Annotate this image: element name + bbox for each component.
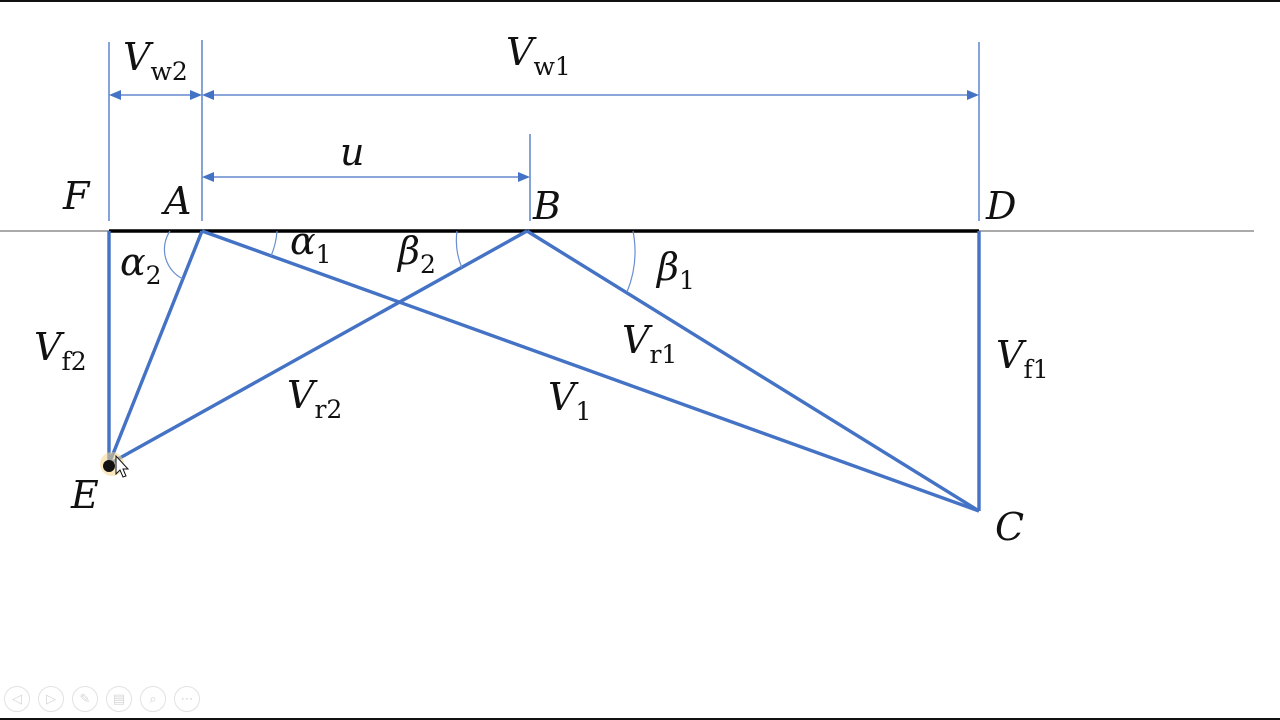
pen-icon[interactable]: ✎ [72,686,98,712]
angle-arc-alpha1 [270,230,278,257]
angle-arc-beta2 [455,230,463,269]
mouse-cursor-icon [100,452,130,478]
label-vr2: Vr2 [287,373,342,424]
vw1-dimension-arrow [202,90,979,100]
label-c: C [995,505,1024,549]
slideshow-toolbar: ◁ ▷ ✎ ▤ ⌕ ⋯ [4,686,200,712]
label-vr1: Vr1 [622,318,677,369]
vector-v1 [201,229,980,513]
label-vw2: Vw2 [123,35,188,86]
label-vw1: Vw1 [506,30,571,81]
label-u: u [340,130,364,174]
label-vf1: Vf1 [996,333,1049,384]
next-icon[interactable]: ▷ [38,686,64,712]
label-alpha1: α1 [290,219,332,269]
zoom-icon[interactable]: ⌕ [140,686,166,712]
u-dimension-arrow [202,172,530,182]
previous-icon[interactable]: ◁ [4,686,30,712]
label-alpha2: α2 [120,240,162,290]
label-e: E [70,473,99,517]
slides-icon[interactable]: ▤ [106,686,132,712]
label-beta1: β1 [655,245,695,295]
label-d: D [985,184,1016,228]
label-v1: V1 [548,375,591,426]
label-beta2: β2 [396,229,436,279]
vector-vr1 [526,229,980,513]
vector-vr2-ae [107,230,204,465]
label-a: A [161,179,191,223]
angle-arc-beta1 [626,230,636,293]
more-icon[interactable]: ⋯ [174,686,200,712]
angle-arc-alpha2 [163,230,184,280]
label-f: F [62,174,91,218]
vw2-dimension-arrow [109,90,202,100]
vector-vr2-be [108,229,528,466]
label-b: B [532,184,561,228]
label-vf2: Vf2 [34,325,87,376]
